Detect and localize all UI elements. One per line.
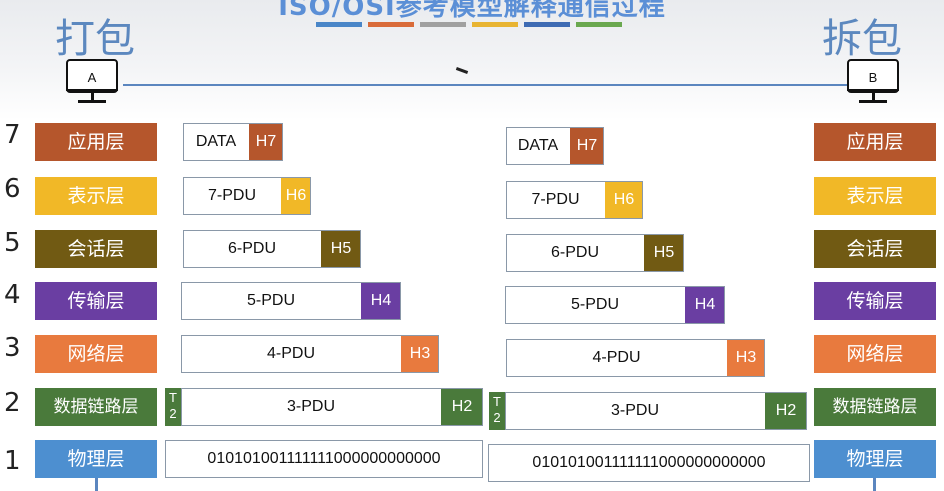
host-b-label: B xyxy=(847,59,899,93)
layer-box-right: 会话层 xyxy=(814,230,936,268)
pdu-box-left: 5-PDU H4 xyxy=(181,282,401,320)
pdu-header: H6 xyxy=(281,178,310,214)
pdu-body: DATA xyxy=(195,133,237,150)
layer-box-right: 数据链路层 xyxy=(814,388,936,426)
pdu-trailer: T 2 xyxy=(165,388,181,426)
computer-b-icon: B xyxy=(847,59,903,107)
pdu-body: 7-PDU xyxy=(531,191,580,208)
pdu-body: 010101001111111000000000000 xyxy=(207,450,441,467)
layer-number: 6 xyxy=(4,174,21,204)
physical-link-left xyxy=(95,478,98,491)
pdu-box-right: 010101001111111000000000000 xyxy=(488,444,810,482)
pdu-header: H2 xyxy=(765,393,806,429)
pdu-header: H6 xyxy=(605,182,642,218)
pdu-box-right: 5-PDU H4 xyxy=(505,286,725,324)
pdu-box-right: 7-PDU H6 xyxy=(506,181,643,219)
pdu-header: H2 xyxy=(441,389,482,425)
layer-box-left: 传输层 xyxy=(35,282,157,320)
title-color-bar xyxy=(420,22,466,27)
pdu-trailer: T 2 xyxy=(489,392,505,430)
pdu-body: 6-PDU xyxy=(550,244,599,261)
layer-box-left: 应用层 xyxy=(35,123,157,161)
pdu-body: 3-PDU xyxy=(610,402,659,419)
layer-box-right: 表示层 xyxy=(814,177,936,215)
network-link-line xyxy=(123,84,847,86)
layer-box-left: 会话层 xyxy=(35,230,157,268)
layer-box-left: 物理层 xyxy=(35,440,157,478)
unpack-heading: 拆包 xyxy=(822,16,902,62)
pdu-body: 6-PDU xyxy=(227,240,276,257)
pdu-body: 4-PDU xyxy=(266,345,315,362)
pdu-box-right: DATA H7 xyxy=(506,127,604,165)
pdu-box-left: 010101001111111000000000000 xyxy=(165,440,483,478)
pdu-box-left: 3-PDU H2 xyxy=(181,388,483,426)
pdu-header: H5 xyxy=(321,231,360,267)
title-color-bar xyxy=(316,22,362,27)
pdu-body: DATA xyxy=(517,137,559,154)
pdu-header: H4 xyxy=(685,287,724,323)
pdu-body: 3-PDU xyxy=(286,398,335,415)
pdu-body: 4-PDU xyxy=(592,349,641,366)
layer-box-right: 物理层 xyxy=(814,440,936,478)
header-background xyxy=(0,0,944,120)
pdu-box-left: DATA H7 xyxy=(183,123,283,161)
layer-number: 1 xyxy=(4,446,21,476)
layer-number: 2 xyxy=(4,388,21,418)
layer-box-right: 网络层 xyxy=(814,335,936,373)
pdu-body: 5-PDU xyxy=(246,292,295,309)
pdu-header: H7 xyxy=(570,128,603,164)
pdu-box-right: 3-PDU H2 xyxy=(505,392,807,430)
pdu-header: H3 xyxy=(727,340,764,376)
title-color-bar xyxy=(472,22,518,27)
title-color-bar xyxy=(368,22,414,27)
pdu-box-left: 7-PDU H6 xyxy=(183,177,311,215)
pdu-body: 5-PDU xyxy=(570,296,619,313)
pdu-header: H4 xyxy=(361,283,400,319)
computer-a-icon: A xyxy=(66,59,122,107)
layer-box-right: 传输层 xyxy=(814,282,936,320)
layer-number: 4 xyxy=(4,280,21,310)
title-color-bar xyxy=(524,22,570,27)
host-a-label: A xyxy=(66,59,118,93)
physical-link-right xyxy=(873,478,876,491)
pdu-header: H5 xyxy=(644,235,683,271)
layer-box-left: 表示层 xyxy=(35,177,157,215)
pdu-body: 7-PDU xyxy=(207,187,256,204)
layer-box-right: 应用层 xyxy=(814,123,936,161)
layer-number: 3 xyxy=(4,333,21,363)
layer-number: 7 xyxy=(4,120,21,150)
pdu-box-left: 4-PDU H3 xyxy=(181,335,439,373)
pdu-header: H7 xyxy=(249,124,282,160)
layer-number: 5 xyxy=(4,228,21,258)
pdu-header: H3 xyxy=(401,336,438,372)
layer-box-left: 数据链路层 xyxy=(35,388,157,426)
pdu-body: 010101001111111000000000000 xyxy=(532,454,766,471)
slide-title: ISO/OSI参考模型解释通信过程 xyxy=(278,0,666,22)
pdu-box-left: 6-PDU H5 xyxy=(183,230,361,268)
pack-heading: 打包 xyxy=(55,16,135,62)
pdu-box-right: 4-PDU H3 xyxy=(506,339,765,377)
title-color-bar xyxy=(576,22,622,27)
pdu-box-right: 6-PDU H5 xyxy=(506,234,684,272)
layer-box-left: 网络层 xyxy=(35,335,157,373)
